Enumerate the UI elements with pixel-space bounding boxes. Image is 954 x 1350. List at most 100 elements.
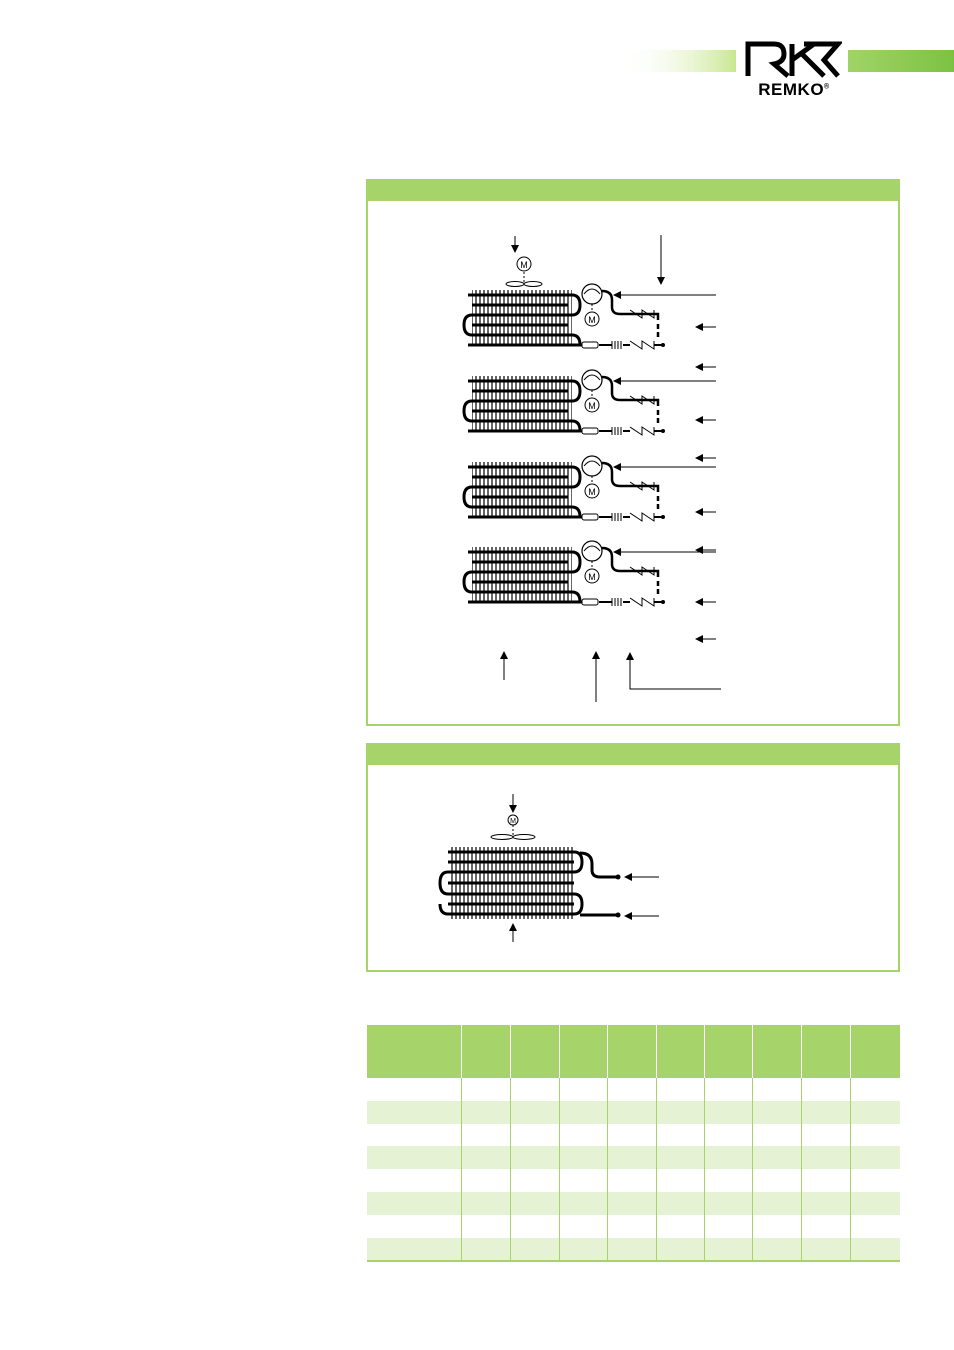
table-header-cell [752, 1025, 802, 1078]
table-cell [752, 1100, 802, 1124]
table-header-cell [850, 1025, 900, 1078]
table-cell [752, 1123, 802, 1147]
table-cell [559, 1214, 608, 1238]
bottom-callout-arrows [500, 651, 721, 702]
table-cell [850, 1078, 900, 1101]
refrigerant-circuit: M [462, 283, 716, 350]
table-cell [801, 1146, 851, 1170]
refrigerant-circuit-panel: M M [366, 179, 900, 726]
table-cell [752, 1146, 802, 1170]
table-cell [704, 1169, 753, 1192]
table-cell [559, 1169, 608, 1192]
table-header-row [367, 1025, 900, 1078]
table-cell [367, 1191, 462, 1215]
table-cell [510, 1214, 560, 1238]
fan-motor-icon: M [490, 794, 536, 840]
table-header-cell [607, 1025, 657, 1078]
table-cell [752, 1214, 802, 1238]
table-cell [752, 1237, 802, 1263]
table-cell [704, 1214, 753, 1238]
coil-diagram-panel: M [366, 743, 900, 972]
table-cell [510, 1078, 560, 1101]
table-cell [367, 1123, 462, 1147]
callout-arrows [695, 323, 716, 643]
table-header-cell [367, 1025, 462, 1078]
table-cell [367, 1100, 462, 1124]
table-cell [607, 1146, 657, 1170]
table-row [367, 1123, 900, 1147]
table-cell [656, 1100, 705, 1124]
table-cell [656, 1214, 705, 1238]
table-cell [559, 1146, 608, 1170]
table-cell [704, 1078, 753, 1101]
table-cell [704, 1146, 753, 1170]
table-cell [367, 1169, 462, 1192]
table-cell [801, 1191, 851, 1215]
table-row [367, 1078, 900, 1101]
table-cell [461, 1100, 511, 1124]
table-cell [656, 1237, 705, 1263]
table-row [367, 1214, 900, 1238]
table-header-cell [559, 1025, 608, 1078]
table-cell [801, 1169, 851, 1192]
remko-logo [745, 41, 842, 78]
table-cell [850, 1191, 900, 1215]
table-cell [850, 1237, 900, 1263]
motor-label: M [520, 260, 528, 270]
table-cell [752, 1169, 802, 1192]
table-header-cell [801, 1025, 851, 1078]
table-cell [367, 1214, 462, 1238]
table-cell [510, 1237, 560, 1263]
table-cell [461, 1146, 511, 1170]
table-row [367, 1191, 900, 1215]
table-cell [850, 1169, 900, 1192]
spec-table [367, 1025, 900, 1263]
fan-motor-icon: M [505, 236, 543, 287]
table-cell [367, 1146, 462, 1170]
table-cell [510, 1146, 560, 1170]
table-cell [752, 1191, 802, 1215]
table-cell [850, 1146, 900, 1170]
table-cell [559, 1237, 608, 1263]
table-cell [607, 1169, 657, 1192]
table-cell [801, 1123, 851, 1147]
table-cell [801, 1100, 851, 1124]
table-cell [656, 1123, 705, 1147]
table-cell [559, 1100, 608, 1124]
table-cell [559, 1191, 608, 1215]
table-cell [704, 1191, 753, 1215]
table-cell [461, 1123, 511, 1147]
table-cell [850, 1123, 900, 1147]
table-row [367, 1237, 900, 1263]
table-cell [461, 1237, 511, 1263]
panel-header-bar [368, 181, 898, 201]
table-cell [656, 1078, 705, 1101]
table-cell [559, 1123, 608, 1147]
table-cell [607, 1191, 657, 1215]
table-cell [510, 1191, 560, 1215]
table-header-cell [656, 1025, 705, 1078]
table-cell [461, 1214, 511, 1238]
table-cell [850, 1214, 900, 1238]
table-header-cell [510, 1025, 560, 1078]
table-cell [607, 1100, 657, 1124]
table-cell [656, 1191, 705, 1215]
table-cell [801, 1214, 851, 1238]
refrigerant-circuit-diagram: M M [462, 235, 721, 702]
table-cell [607, 1237, 657, 1263]
motor-label: M [510, 818, 516, 825]
table-cell [461, 1078, 511, 1101]
table-cell [607, 1078, 657, 1101]
table-cell [607, 1214, 657, 1238]
table-cell [607, 1123, 657, 1147]
table-cell [704, 1237, 753, 1263]
table-row [367, 1100, 900, 1124]
coil-diagram: M [438, 794, 659, 942]
table-cell [801, 1078, 851, 1101]
svg-text:M: M [588, 315, 596, 325]
table-cell [367, 1078, 462, 1101]
table-cell [461, 1169, 511, 1192]
table-cell [510, 1100, 560, 1124]
panel-header-bar [368, 745, 898, 765]
table-cell [704, 1123, 753, 1147]
